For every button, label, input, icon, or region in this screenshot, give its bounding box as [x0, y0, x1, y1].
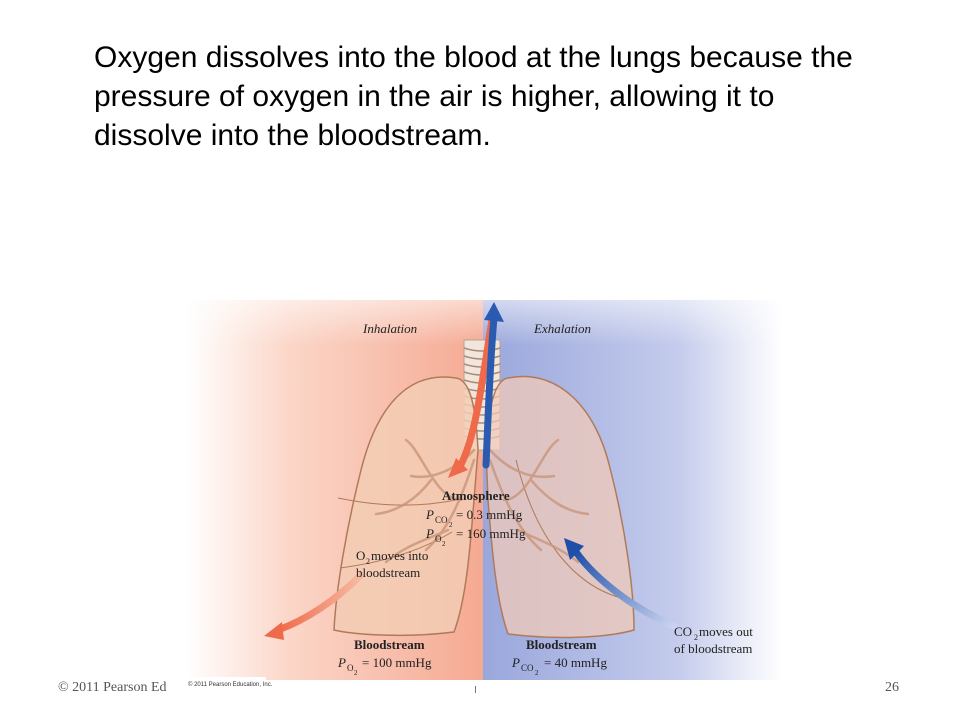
page-number: 26	[885, 680, 899, 695]
lung-gas-exchange-figure: Inhalation Exhalation Atmosphere P CO 2 …	[186, 300, 782, 680]
svg-text:P: P	[511, 655, 520, 670]
lung-diagram: Inhalation Exhalation Atmosphere P CO 2 …	[186, 300, 782, 680]
inhalation-label: Inhalation	[362, 321, 417, 336]
exhalation-label: Exhalation	[533, 321, 591, 336]
svg-text:moves into: moves into	[371, 548, 428, 563]
svg-text:2: 2	[366, 557, 370, 566]
svg-text:P: P	[425, 507, 434, 522]
svg-text:2: 2	[535, 669, 539, 677]
svg-text:P: P	[337, 655, 346, 670]
svg-text:2: 2	[449, 521, 453, 529]
co2-moves-label: CO 2 moves out of bloodstream	[674, 624, 753, 656]
svg-text:2: 2	[354, 669, 358, 677]
o2-into-bloodstream-arrow	[274, 571, 365, 634]
svg-text:= 160 mmHg: = 160 mmHg	[456, 526, 526, 541]
svg-text:2: 2	[694, 633, 698, 642]
bloodstream-left-po2: P O 2 = 100 mmHg	[337, 655, 432, 677]
svg-text:P: P	[425, 526, 434, 541]
slide-body-text: Oxygen dissolves into the blood at the l…	[94, 41, 853, 152]
atmosphere-pco2: P CO 2 = 0.3 mmHg	[425, 507, 523, 529]
svg-text:of bloodstream: of bloodstream	[674, 641, 752, 656]
bloodstream-right-pco2: P CO 2 = 40 mmHg	[511, 655, 607, 677]
o2-moves-label: O 2 moves into bloodstream	[356, 548, 428, 580]
svg-text:O: O	[435, 534, 442, 544]
atmosphere-po2: P O 2 = 160 mmHg	[425, 526, 526, 548]
svg-text:bloodstream: bloodstream	[356, 565, 420, 580]
exhalation-arrow	[482, 314, 498, 469]
footer-copyright: © 2011 Pearson Ed	[58, 680, 167, 695]
bloodstream-left-title: Bloodstream	[354, 637, 425, 652]
svg-text:moves out: moves out	[699, 624, 753, 639]
svg-text:= 0.3 mmHg: = 0.3 mmHg	[456, 507, 523, 522]
atmosphere-title: Atmosphere	[442, 488, 510, 503]
svg-text:= 40 mmHg: = 40 mmHg	[544, 655, 607, 670]
svg-text:CO: CO	[435, 515, 448, 525]
figure-credit: © 2011 Pearson Education, Inc.	[188, 682, 273, 688]
svg-text:= 100 mmHg: = 100 mmHg	[362, 655, 432, 670]
footer-cover	[180, 677, 266, 695]
svg-text:2: 2	[442, 540, 446, 548]
svg-text:CO: CO	[521, 663, 534, 673]
left-lung	[333, 376, 479, 637]
co2-out-of-bloodstream-arrow	[572, 548, 678, 630]
svg-text:O: O	[347, 663, 354, 673]
bronchi	[374, 438, 590, 564]
svg-text:CO: CO	[674, 624, 692, 639]
footer-tick	[475, 686, 476, 693]
bloodstream-right-title: Bloodstream	[526, 637, 597, 652]
svg-text:O: O	[356, 548, 365, 563]
